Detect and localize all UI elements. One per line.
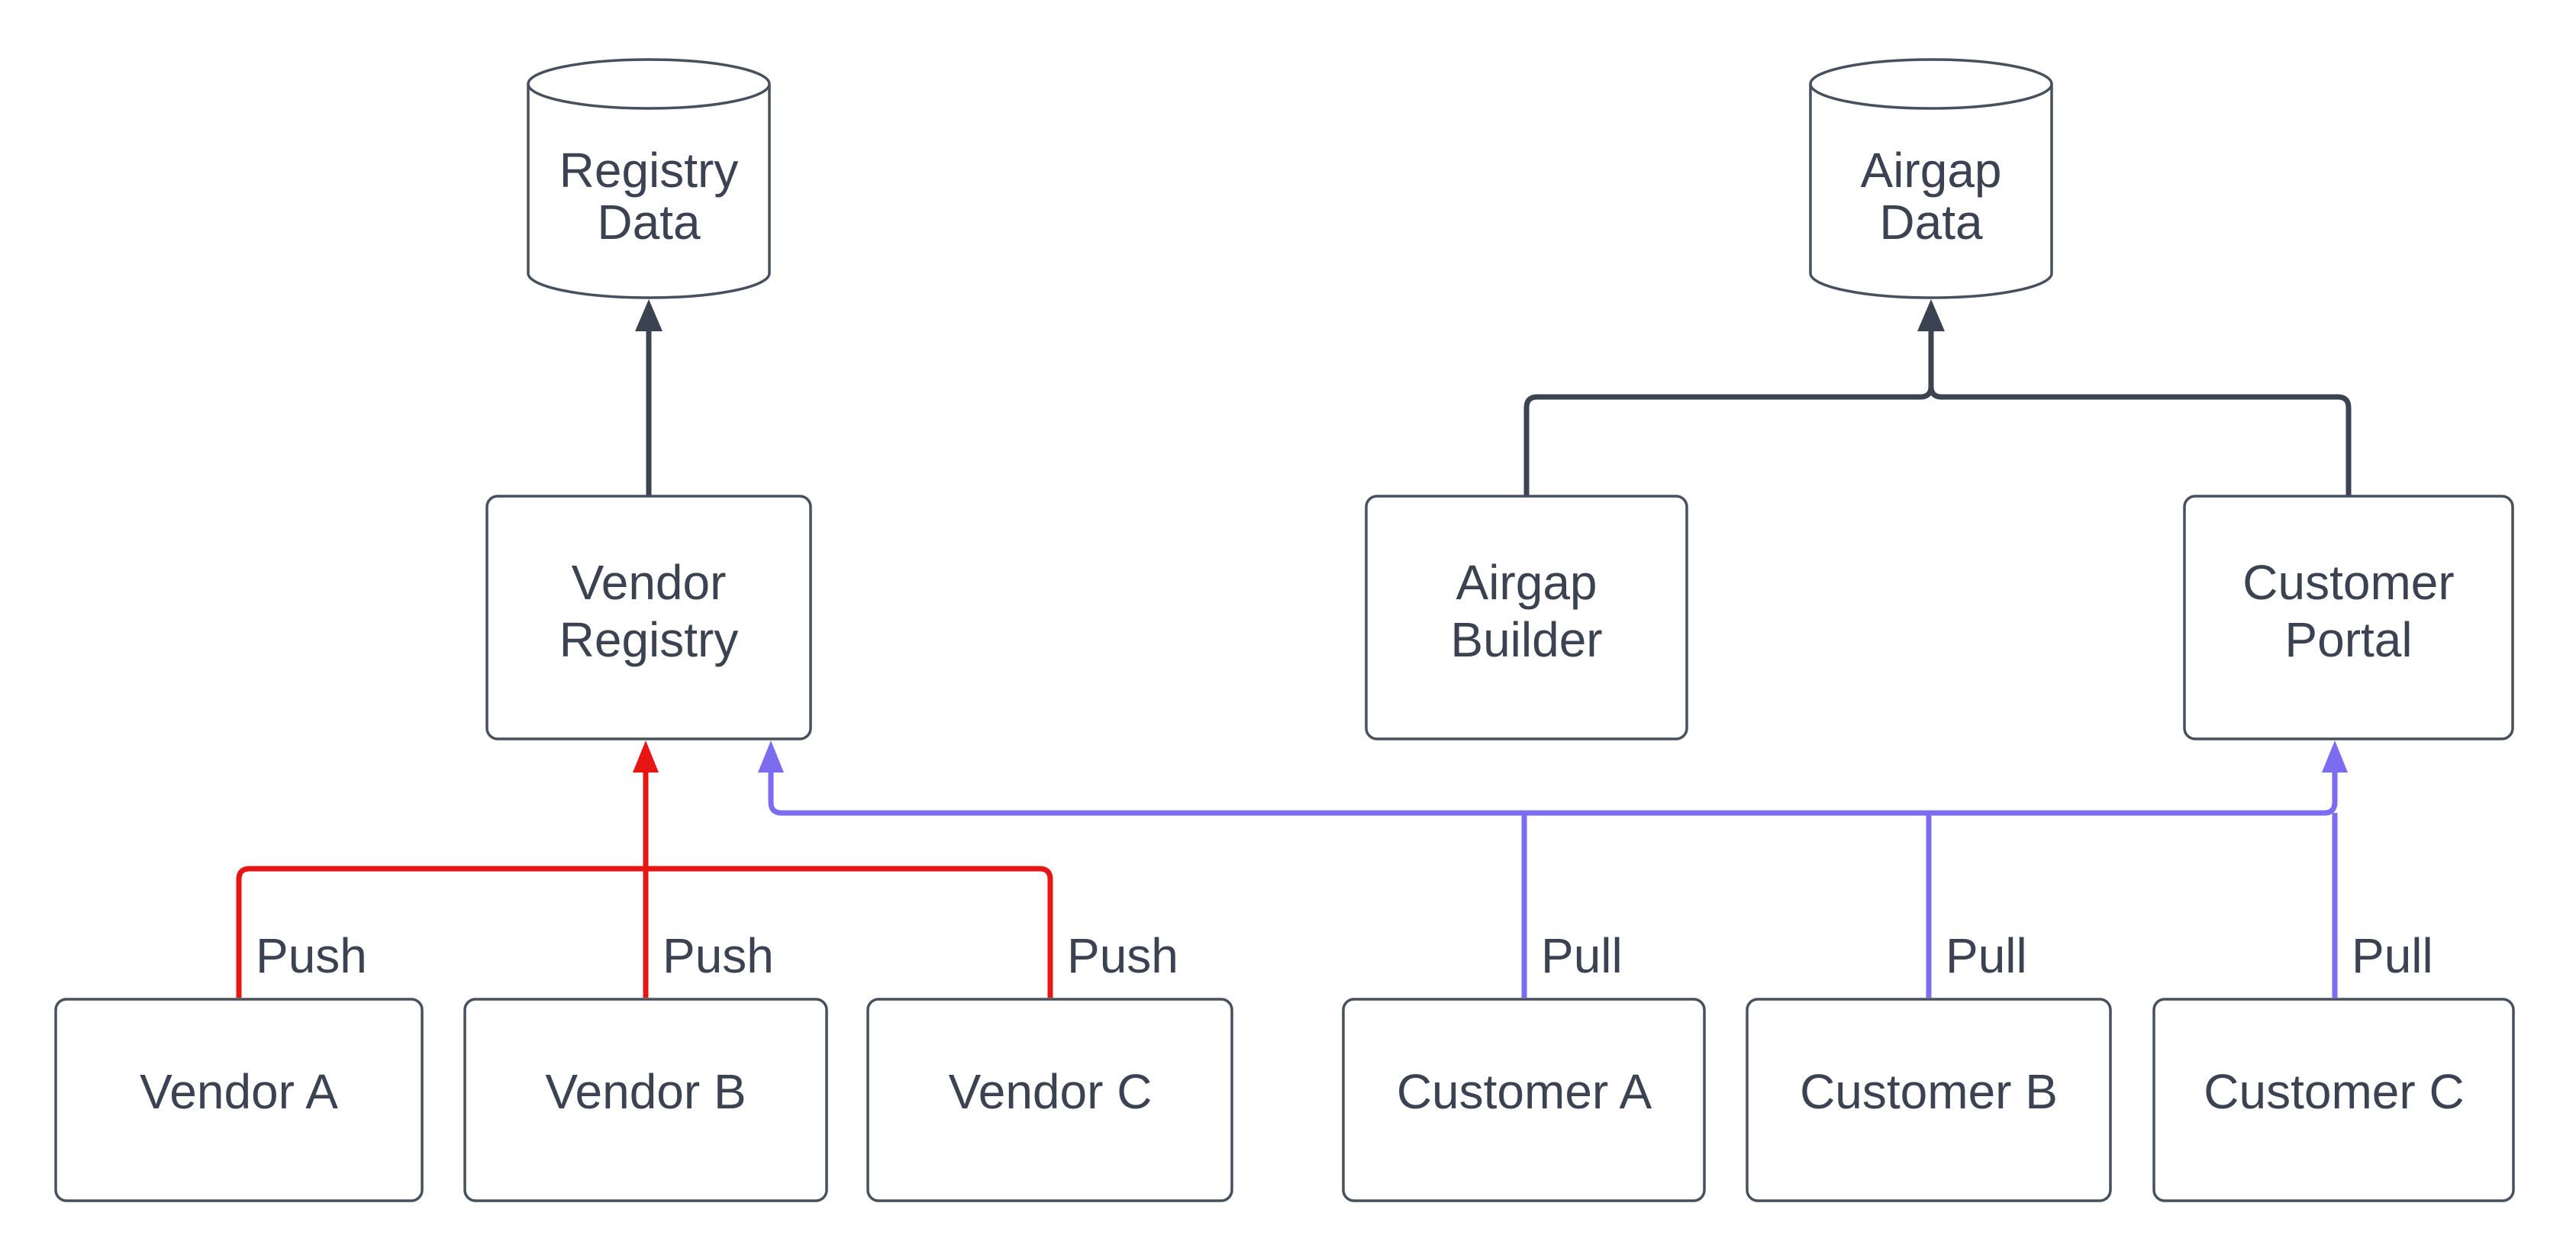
pull-label-customer-a: Pull [1541, 928, 1623, 983]
airgap-data-label-line1: Airgap [1861, 143, 2002, 198]
pull-label-customer-b: Pull [1946, 928, 2027, 983]
customer-a-box [1342, 998, 1706, 1202]
airgap-data-label-line2: Data [1879, 195, 1983, 250]
arrowhead-into-registry-data-icon [635, 299, 663, 331]
customer-c-label: Customer C [2204, 1064, 2464, 1119]
customer-portal-box [2183, 495, 2514, 740]
node-vendor-registry: Vendor Registry [485, 495, 812, 740]
arrowhead-pull-into-vendor-registry-icon [758, 740, 784, 773]
node-vendor-a: Vendor A [54, 998, 424, 1202]
vendor-registry-box [485, 495, 812, 740]
edge-label-layer: Push Push Push Pull Pull Pull [256, 928, 2433, 983]
node-registry-data: Registry Data [527, 58, 771, 299]
pull-label-customer-c: Pull [2352, 928, 2433, 983]
customer-a-label: Customer A [1397, 1064, 1652, 1119]
node-vendor-c: Vendor C [866, 998, 1233, 1202]
customer-c-box [2152, 998, 2515, 1202]
node-vendor-b: Vendor B [463, 998, 828, 1202]
arrowhead-push-into-vendor-registry-icon [633, 740, 659, 773]
customer-b-label: Customer B [1800, 1064, 2058, 1119]
edge-vendor-a-push [236, 866, 646, 998]
node-airgap-data: Airgap Data [1809, 58, 2053, 299]
vendor-registry-label-line2: Registry [559, 612, 739, 667]
edge-vendor-c-push [646, 866, 1053, 998]
customer-portal-label-line2: Portal [2284, 612, 2412, 667]
edge-customer-portal-to-airgap-data [1928, 331, 2352, 496]
airgap-data-cylinder-body [1809, 84, 2053, 299]
edge-airgap-builder-to-airgap-data [1523, 331, 1934, 496]
vendor-a-box [54, 998, 424, 1202]
airgap-builder-label-line1: Airgap [1456, 555, 1598, 610]
node-customer-a: Customer A [1342, 998, 1706, 1202]
registry-data-cylinder-top [527, 58, 771, 110]
registry-data-label-line2: Data [597, 195, 701, 250]
node-customer-c: Customer C [2152, 998, 2515, 1202]
vendor-c-box [866, 998, 1233, 1202]
vendor-b-box [463, 998, 828, 1202]
arrowhead-pull-into-customer-portal-icon [2322, 740, 2348, 773]
node-customer-b: Customer B [1746, 998, 2112, 1202]
edge-pull-bus [768, 773, 2338, 816]
registry-data-cylinder-body [527, 84, 771, 299]
push-label-vendor-c: Push [1067, 928, 1178, 983]
airgap-builder-label-line2: Builder [1450, 612, 1602, 667]
airgap-builder-box [1365, 495, 1688, 740]
push-label-vendor-b: Push [663, 928, 774, 983]
edge-layer [236, 299, 2352, 998]
customer-b-box [1746, 998, 2112, 1202]
node-airgap-builder: Airgap Builder [1365, 495, 1688, 740]
push-label-vendor-a: Push [256, 928, 367, 983]
vendor-c-label: Vendor C [949, 1064, 1153, 1119]
vendor-registry-label-line1: Vendor [572, 555, 727, 610]
airgap-data-cylinder-top [1809, 58, 2053, 110]
registry-data-label-line1: Registry [559, 143, 739, 198]
arrowhead-into-airgap-data-icon [1917, 299, 1945, 331]
vendor-a-label: Vendor A [140, 1064, 338, 1119]
vendor-b-label: Vendor B [545, 1064, 746, 1119]
node-customer-portal: Customer Portal [2183, 495, 2514, 740]
customer-portal-label-line1: Customer [2242, 555, 2454, 610]
